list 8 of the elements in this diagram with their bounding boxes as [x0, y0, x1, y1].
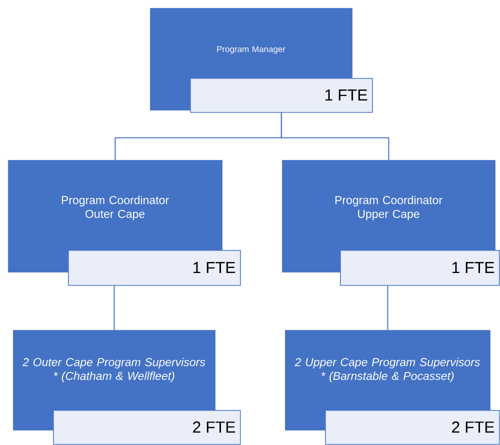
- fte-box: 2 FTE: [325, 410, 500, 445]
- connector-line: [114, 285, 115, 330]
- fte-box: 1 FTE: [190, 78, 373, 113]
- connector-line: [387, 285, 388, 330]
- fte-box: 2 FTE: [53, 410, 241, 445]
- fte-box: 1 FTE: [340, 250, 500, 286]
- connector-line: [280, 112, 390, 160]
- fte-box: 1 FTE: [68, 250, 241, 286]
